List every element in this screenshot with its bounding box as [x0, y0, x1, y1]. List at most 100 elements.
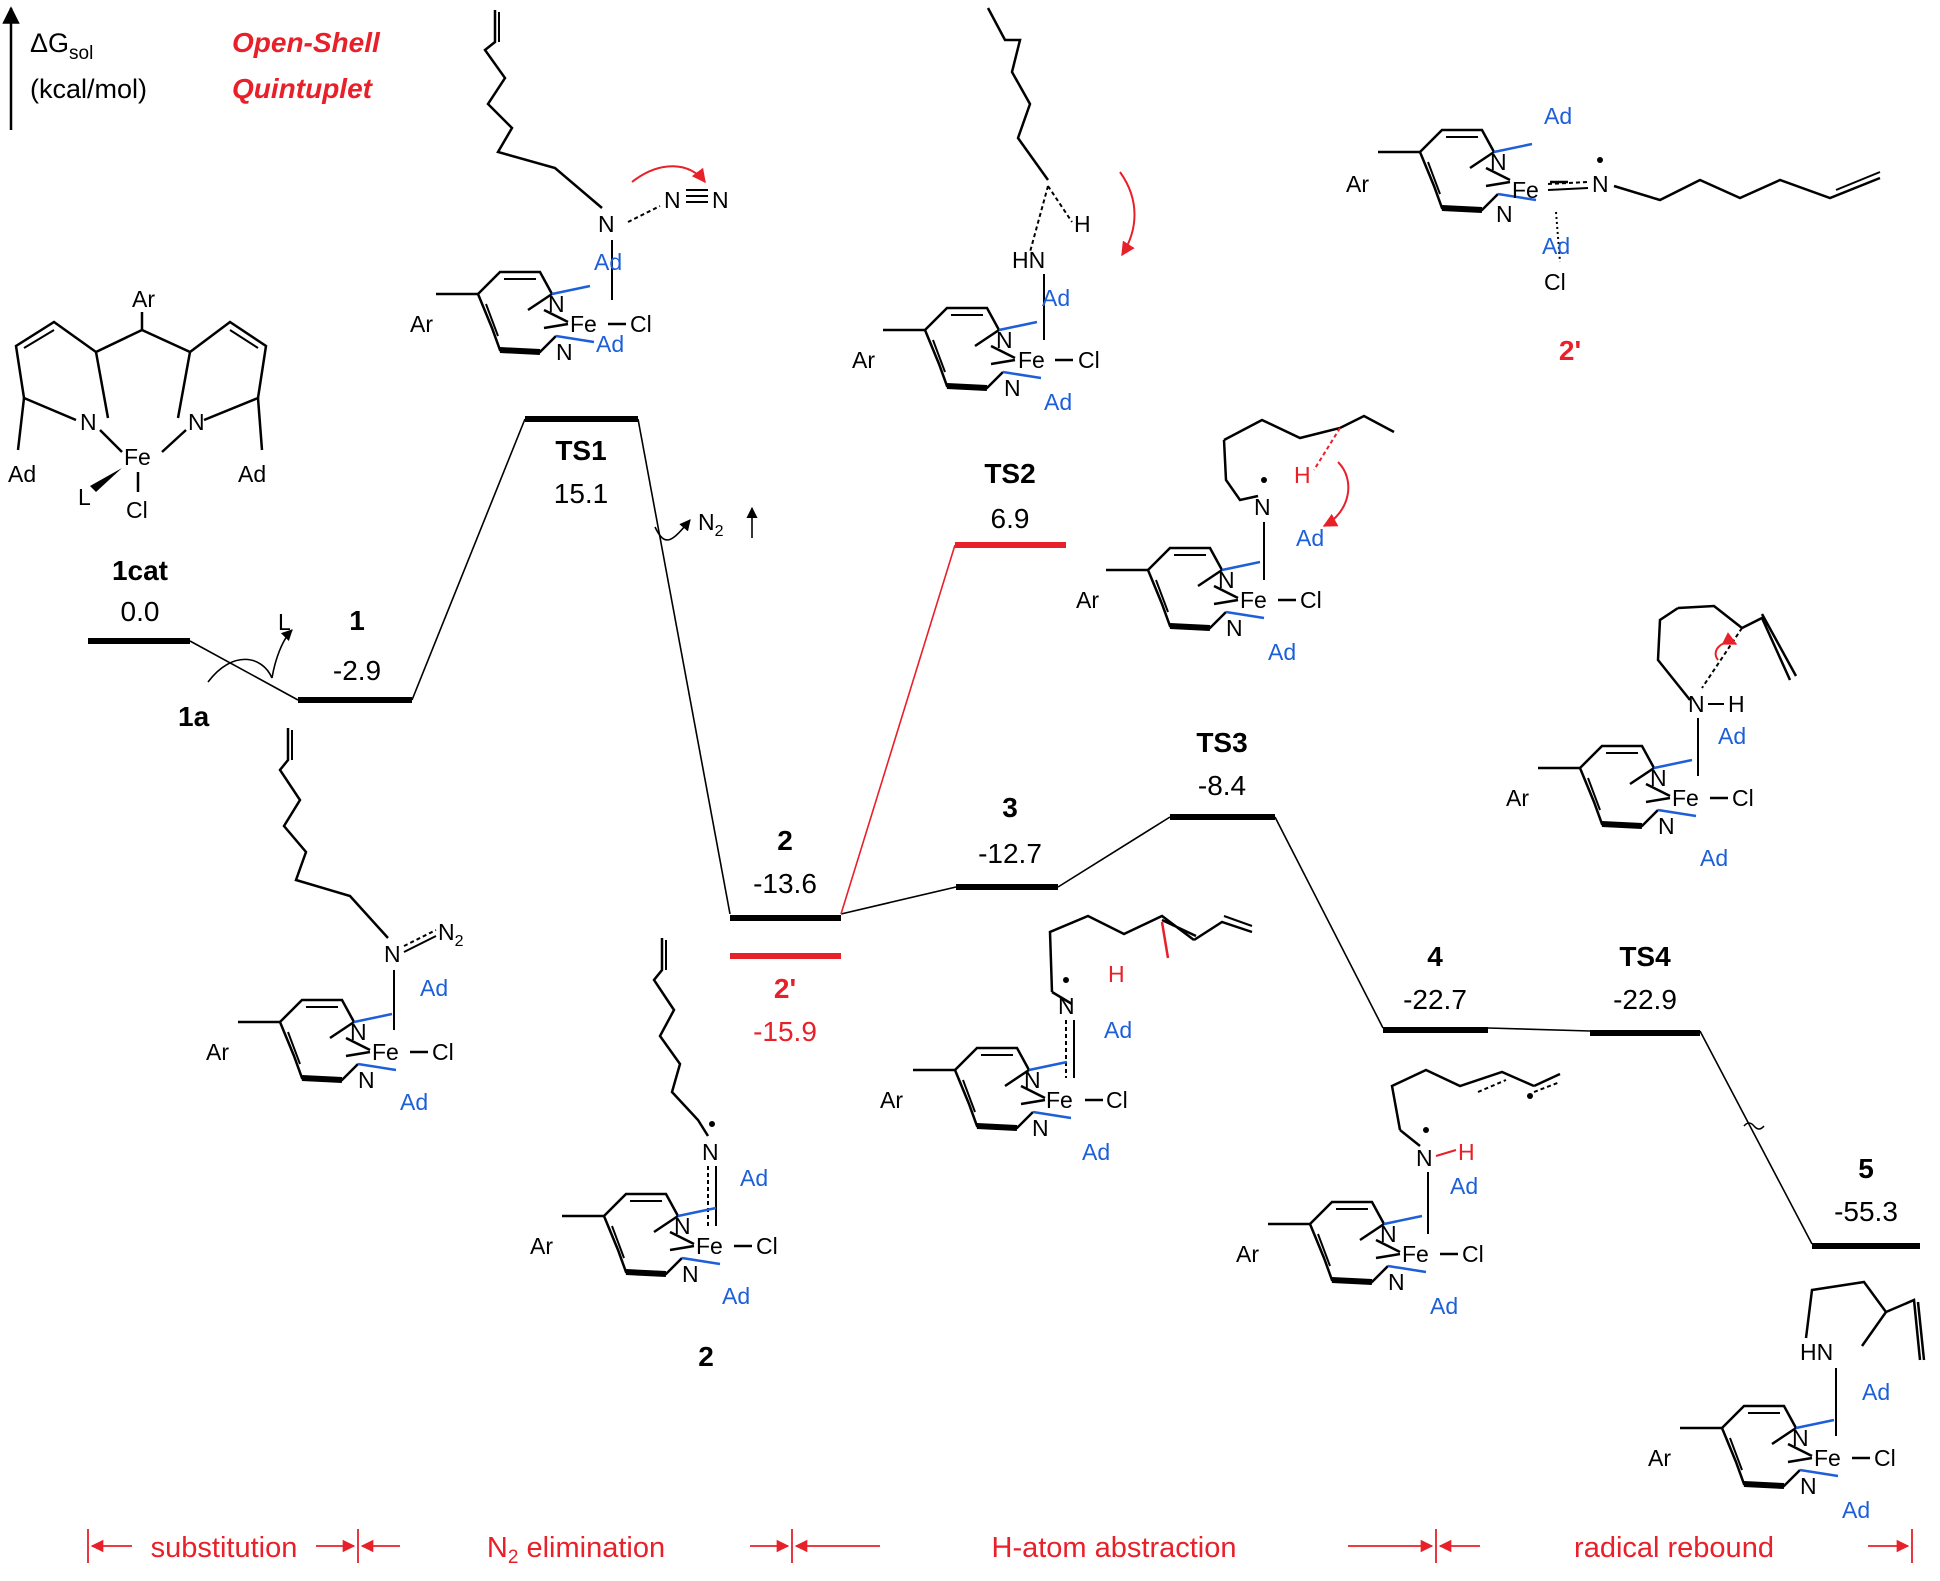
- connectors: [189, 418, 1813, 1245]
- svg-text:Fe: Fe: [1402, 1241, 1429, 1267]
- structure-ts4: N H Ar N N Fe Cl Ad Ad: [1506, 604, 1798, 871]
- energy-2p: -15.9: [753, 1016, 817, 1047]
- svg-text:Ad: Ad: [1842, 1497, 1870, 1523]
- svg-text:N: N: [682, 1261, 699, 1287]
- energy-ts1: 15.1: [554, 478, 609, 509]
- svg-text:Cl: Cl: [432, 1039, 454, 1065]
- structure-label-2p: 2': [1559, 335, 1581, 366]
- svg-text:Ad: Ad: [1542, 233, 1570, 259]
- svg-text:Ad: Ad: [1042, 285, 1070, 311]
- svg-text:L: L: [78, 484, 91, 510]
- svg-text:N: N: [1490, 149, 1507, 175]
- process-annotations: L 1a N2: [178, 506, 758, 732]
- svg-text:Fe: Fe: [1672, 785, 1699, 811]
- svg-text:Ad: Ad: [1544, 103, 1572, 129]
- spin-state-line1: Open-Shell: [232, 27, 381, 58]
- svg-text:Cl: Cl: [1078, 347, 1100, 373]
- label-1cat: 1cat: [112, 555, 168, 586]
- phase-h-atom-abstraction: H-atom abstraction: [992, 1532, 1237, 1564]
- structure-habs-ts: H N Ar N N Fe Cl Ad Ad: [1076, 414, 1395, 665]
- axis-break-mark: [1743, 1122, 1765, 1130]
- label-ts1: TS1: [555, 435, 606, 466]
- structure-ts1: N N N Ar N N Fe Cl Ad Ad: [410, 10, 729, 365]
- svg-text:N: N: [1218, 567, 1235, 593]
- substrate-label: 1a: [178, 701, 210, 732]
- svg-text:N: N: [1380, 1221, 1397, 1247]
- structure-2: N Ar N N Fe Cl Ad Ad 2: [530, 938, 778, 1372]
- svg-text:N: N: [664, 187, 681, 213]
- svg-text:Ad: Ad: [1718, 723, 1746, 749]
- svg-text:N: N: [1592, 171, 1609, 197]
- svg-text:Ar: Ar: [1506, 785, 1529, 811]
- svg-text:Ar: Ar: [1236, 1241, 1259, 1267]
- label-ts2: TS2: [984, 458, 1035, 489]
- phase-n2-elimination: N2 elimination: [487, 1532, 665, 1568]
- svg-text:Ad: Ad: [238, 461, 266, 487]
- svg-text:N: N: [712, 187, 729, 213]
- svg-text:Ad: Ad: [1268, 639, 1296, 665]
- spin-state-line2: Quintuplet: [232, 73, 374, 104]
- svg-text:Cl: Cl: [1544, 269, 1566, 295]
- structure-5: HN Ar N N Fe Cl Ad Ad: [1648, 1280, 1926, 1523]
- label-2p: 2': [774, 973, 796, 1004]
- svg-text:Ad: Ad: [8, 461, 36, 487]
- svg-text:Cl: Cl: [126, 497, 148, 523]
- svg-text:Fe: Fe: [124, 444, 151, 470]
- phase-bar: [87, 1529, 1913, 1563]
- svg-text:Cl: Cl: [630, 311, 652, 337]
- svg-text:N: N: [1658, 813, 1675, 839]
- structure-3: H N Ar N N Fe Cl Ad Ad: [880, 914, 1253, 1165]
- svg-text:Cl: Cl: [1732, 785, 1754, 811]
- svg-text:Ad: Ad: [1430, 1293, 1458, 1319]
- svg-text:Ad: Ad: [722, 1283, 750, 1309]
- n2-release-label: N2: [698, 509, 724, 540]
- svg-text:Ad: Ad: [596, 331, 624, 357]
- structure-1cat: Ar N N Fe Ad Ad L Cl: [8, 286, 268, 523]
- svg-text:Ar: Ar: [852, 347, 875, 373]
- svg-text:HN: HN: [1012, 247, 1045, 273]
- svg-text:N: N: [1800, 1473, 1817, 1499]
- svg-text:Fe: Fe: [1512, 177, 1539, 203]
- azide-n2: N2: [438, 919, 464, 950]
- svg-text:N: N: [1496, 201, 1513, 227]
- svg-text:N: N: [556, 339, 573, 365]
- svg-text:Fe: Fe: [570, 311, 597, 337]
- energy-5: -55.3: [1834, 1196, 1898, 1227]
- label-2: 2: [777, 825, 793, 856]
- svg-text:Ad: Ad: [1862, 1379, 1890, 1405]
- energy-1: -2.9: [333, 655, 381, 686]
- svg-text:H: H: [1294, 462, 1311, 488]
- svg-text:N: N: [384, 941, 401, 967]
- svg-text:Fe: Fe: [1018, 347, 1045, 373]
- svg-text:Ar: Ar: [206, 1039, 229, 1065]
- svg-text:Ar: Ar: [1346, 171, 1369, 197]
- svg-text:Cl: Cl: [1300, 587, 1322, 613]
- energy-levels: 1cat 0.0 1 -2.9 TS1 15.1 2 -13.6 2' -15.…: [88, 416, 1920, 1249]
- axis-quantity: ΔGsol: [30, 28, 93, 64]
- svg-text:Cl: Cl: [1462, 1241, 1484, 1267]
- leaving-ligand-label: L: [278, 609, 291, 635]
- structure-4: N H Ar N N Fe Cl Ad Ad: [1236, 1068, 1561, 1319]
- svg-text:N: N: [702, 1139, 719, 1165]
- label-ts4: TS4: [1619, 941, 1671, 972]
- svg-text:H: H: [1728, 691, 1745, 717]
- svg-text:N: N: [1024, 1067, 1041, 1093]
- structure-label-2: 2: [698, 1341, 714, 1372]
- svg-text:Ad: Ad: [400, 1089, 428, 1115]
- svg-text:Ad: Ad: [420, 975, 448, 1001]
- svg-text:Cl: Cl: [1106, 1087, 1128, 1113]
- svg-text:Ar: Ar: [1648, 1445, 1671, 1471]
- label-ts3: TS3: [1196, 727, 1247, 758]
- structure-ts2: H HN Ar N N Fe Cl Ad Ad: [852, 7, 1136, 415]
- phase-substitution: substitution: [151, 1532, 298, 1564]
- svg-text:Fe: Fe: [1240, 587, 1267, 613]
- svg-text:Cl: Cl: [756, 1233, 778, 1259]
- energy-ts3: -8.4: [1198, 770, 1246, 801]
- svg-text:Ar: Ar: [880, 1087, 903, 1113]
- svg-text:Ad: Ad: [1296, 525, 1324, 551]
- svg-text:N: N: [1688, 691, 1705, 717]
- svg-text:Ad: Ad: [1104, 1017, 1132, 1043]
- svg-text:N: N: [1792, 1425, 1809, 1451]
- label-5: 5: [1858, 1153, 1874, 1184]
